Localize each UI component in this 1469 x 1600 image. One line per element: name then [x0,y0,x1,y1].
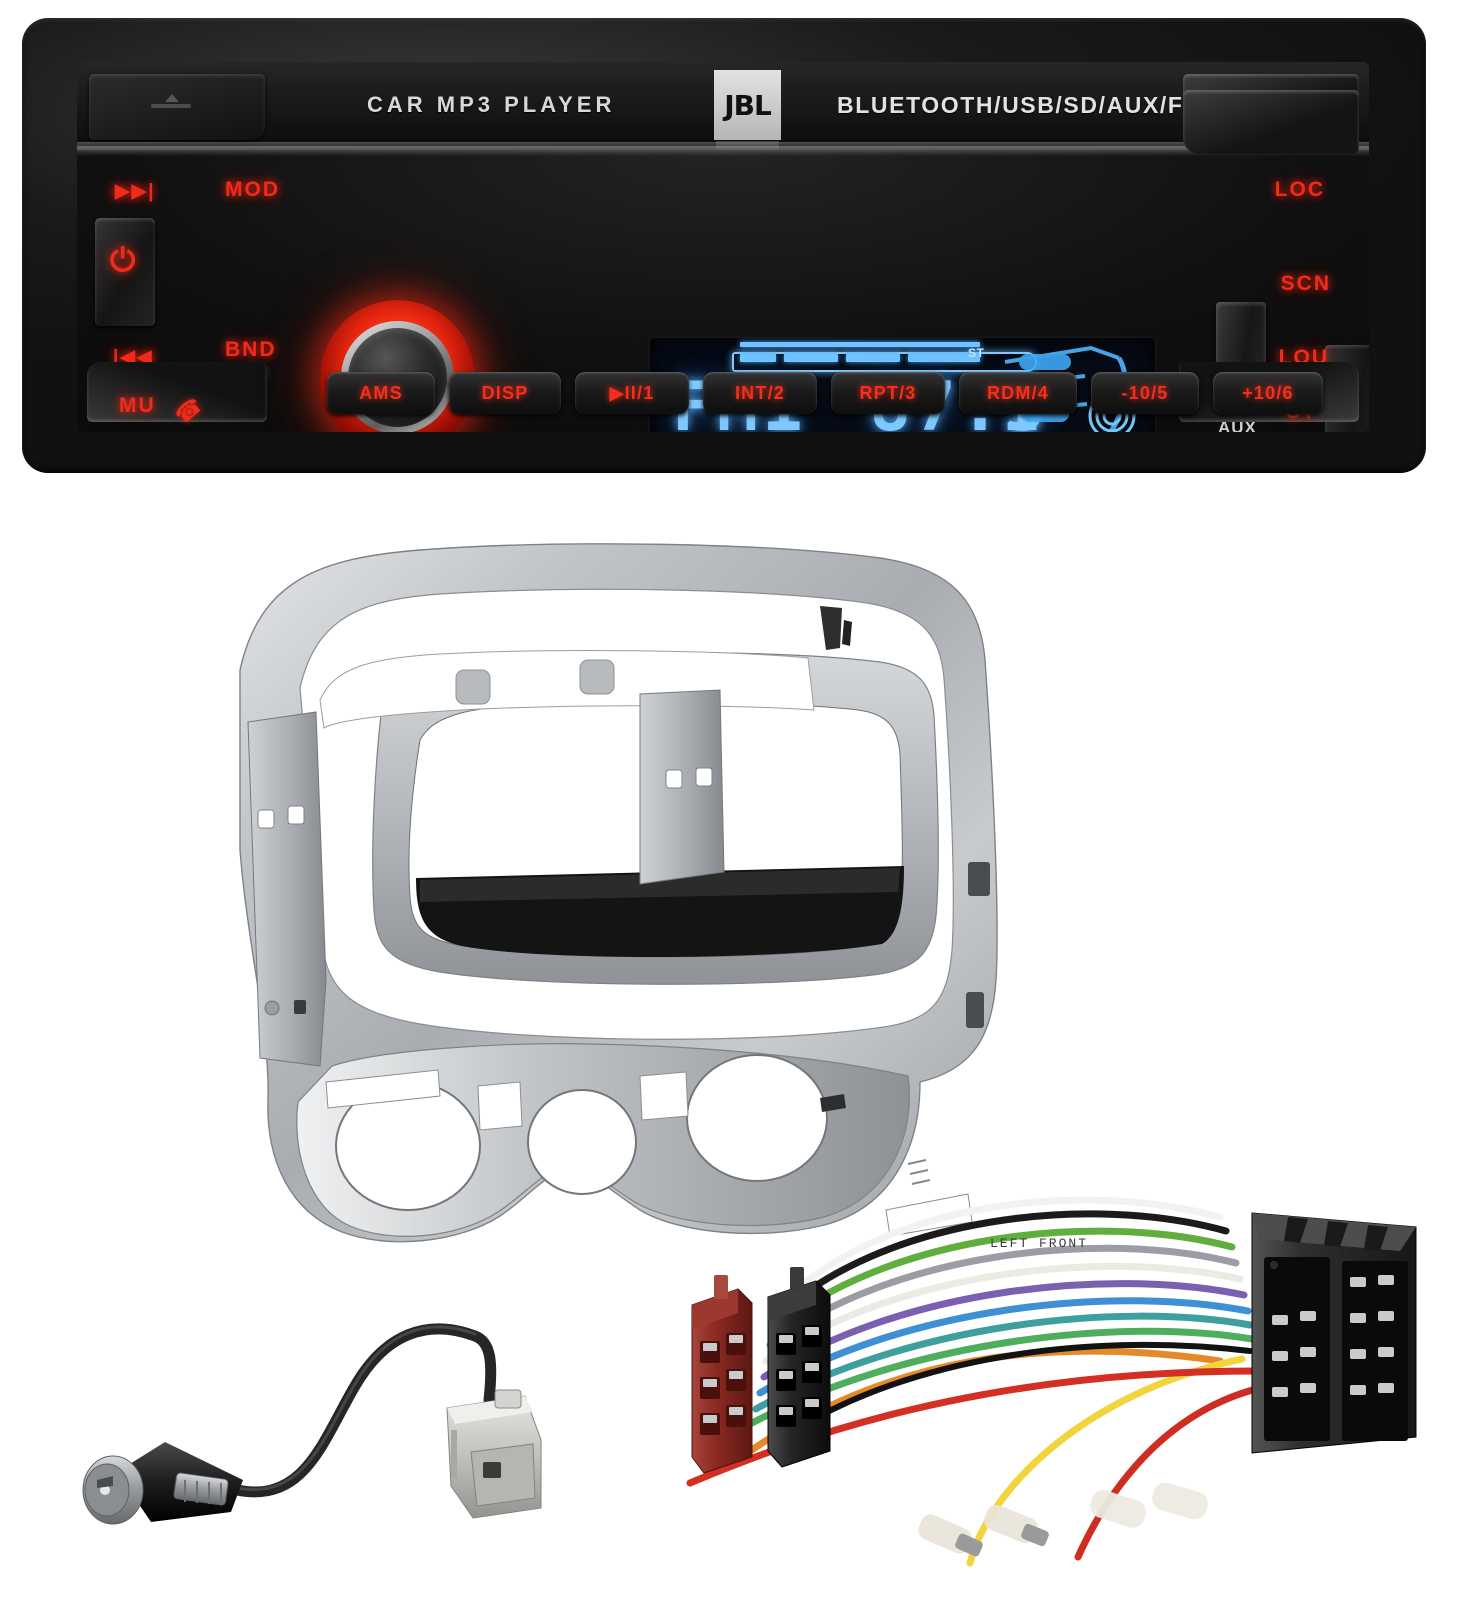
random-label: RDM/4 [986,382,1049,403]
feature-list-text: BLUETOOTH/USB/SD/AUX/FM [837,92,1205,118]
repeat-button[interactable]: RPT/3 [831,372,945,414]
bullet-connector-1 [918,1514,983,1557]
antenna-din-ferrule [173,1472,229,1506]
bullet-connector-3 [1090,1490,1146,1528]
fascia-vent-hole-right [686,1054,828,1182]
fascia-vent-gap-2 [639,1071,689,1121]
antenna-cable-highlight [235,1325,477,1491]
preset-button-row: AMS DISP ▶II/1 INT/2 RPT/3 RDM/4 -10/5 +… [327,372,1327,418]
stereo-top-bezel: CAR MP3 PLAYER JBL BLUETOOTH/USB/SD/AUX/… [77,62,1369,150]
scn-button-label[interactable]: SCN [1280,272,1331,295]
plus-ten-label: +10/6 [1242,382,1294,403]
antenna-din-center-pin [100,1485,110,1495]
stereo-faceplate: CAR MP3 PLAYER JBL BLUETOOTH/USB/SD/AUX/… [77,62,1369,432]
iso-socket-block [1251,1212,1417,1454]
wire-black-2 [797,1341,1253,1430]
antenna-grey-socket-terminal [483,1462,501,1478]
next-track-icon[interactable]: ▶▶| [115,181,156,202]
wire-red-1 [686,1367,1260,1487]
disp-label: DISP [481,382,529,403]
bracket-slot-right-1 [665,769,683,789]
fascia-pocket-shadow [420,868,900,902]
bracket-tab-left [294,1000,306,1014]
fascia-upper-vent-strip [319,650,815,729]
eject-slot[interactable] [89,74,265,140]
band-button-label[interactable]: BND [225,338,277,361]
jbl-logo-text: JBL [724,88,772,122]
antenna-cable-wire [231,1323,497,1498]
disp-button[interactable]: DISP [449,372,561,414]
fascia-texture-marks-right [907,1159,931,1185]
mute-button-label[interactable]: MU [119,394,156,417]
intro-button[interactable]: INT/2 [703,372,817,414]
bracket-screw-left [264,1000,280,1016]
play-pause-label: ▶II/1 [609,382,655,403]
face-top-right-trim [1183,90,1359,154]
antenna-din-keyway [97,1476,113,1488]
play-pause-button[interactable]: ▶II/1 [575,372,689,414]
random-button[interactable]: RDM/4 [959,372,1077,414]
fascia-vent-tab-right [820,1094,846,1112]
iso-connector-brown [691,1275,753,1474]
fascia-edge-clip-1 [968,862,990,896]
lcd-bar-3 [846,354,900,362]
stereo-control-face: ▶▶| MOD ⏻ |◀◀ BND ☎ MU ☎ MIC [77,90,1369,432]
bracket-slot-left-1 [257,809,275,829]
bullet-connector-2 [984,1504,1049,1547]
fascia-clip-hole-1 [455,669,491,705]
antenna-grey-socket-cavity [470,1443,536,1507]
bullet-connector-4 [1152,1482,1208,1520]
lcd-bar-4 [908,354,980,362]
repeat-label: RPT/3 [859,382,917,403]
wire-red-2 [1074,1385,1260,1561]
power-button[interactable] [95,218,155,326]
lcd-bar-top [740,342,980,347]
wire-white-1 [776,1196,1224,1309]
fascia-vent-gap-1 [477,1081,523,1131]
fascia-top-right-clip-slot [842,620,852,646]
antenna-grey-socket-latch [494,1389,522,1409]
ams-button[interactable]: AMS [327,372,435,414]
dash-fascia-panel [120,510,1040,1270]
antenna-grey-socket-rib [451,1430,457,1478]
stereo-indicator: ST [968,346,985,360]
car-stereo-head-unit: CAR MP3 PLAYER JBL BLUETOOTH/USB/SD/AUX/… [22,18,1426,473]
product-title: CAR MP3 PLAYER [367,92,616,117]
jbl-logo: JBL [714,70,781,150]
intro-label: INT/2 [734,382,785,403]
iso-wiring-harness: LEFT FRONT [660,1165,1460,1595]
fascia-left-mounting-bracket [247,711,327,1067]
fascia-clip-hole-2 [579,659,615,695]
lcd-bar-1 [740,354,776,362]
bracket-slot-left-2 [287,805,305,825]
iso-connector-black [767,1267,831,1468]
fascia-slot-lower-left [325,1069,441,1109]
minus-ten-button[interactable]: -10/5 [1091,372,1199,414]
loc-button-label[interactable]: LOC [1274,178,1325,201]
minus-ten-label: -10/5 [1121,382,1169,403]
plus-ten-button[interactable]: +10/6 [1213,372,1323,414]
fascia-vent-hole-center [527,1089,637,1195]
fascia-edge-clip-2 [966,992,984,1028]
fascia-top-right-clip [820,606,842,650]
wire-black-1 [772,1210,1230,1321]
mode-button-label[interactable]: MOD [225,178,280,201]
bottom-left-chrome-trim [87,362,267,422]
antenna-din-ferrule-ribs [184,1480,222,1505]
lcd-bar-2 [784,354,838,362]
ams-label: AMS [359,382,403,403]
wire-print-label: LEFT FRONT [990,1236,1088,1251]
power-icon[interactable]: ⏻ [110,242,138,278]
antenna-adapter-cable [55,1290,565,1580]
bracket-slot-right-2 [695,767,713,787]
